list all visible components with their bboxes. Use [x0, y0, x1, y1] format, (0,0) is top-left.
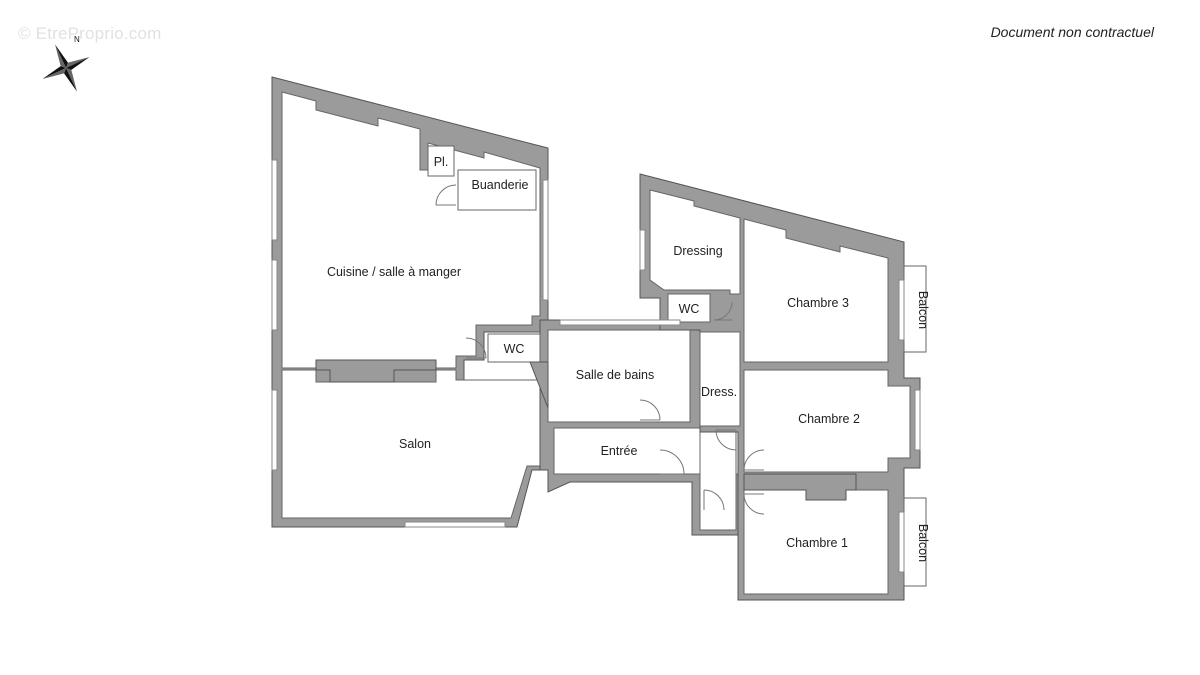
compass-north-label: N: [74, 35, 80, 44]
door-swing: [639, 399, 661, 421]
label-wc2: WC: [679, 302, 700, 316]
chambre2-interior: [743, 369, 911, 473]
window: [271, 259, 278, 331]
window: [271, 389, 278, 471]
door-swing: [715, 429, 737, 451]
window: [914, 389, 921, 451]
door-swing: [465, 337, 487, 359]
label-chambre1: Chambre 1: [786, 536, 848, 550]
watermark-text: © EtreProprio.com: [18, 24, 162, 43]
salle-de-bains-room: [547, 329, 691, 423]
wc1-room: [487, 333, 541, 363]
label-chambre2: Chambre 2: [798, 412, 860, 426]
window: [559, 319, 681, 326]
label-buanderie: Buanderie: [472, 178, 529, 192]
window: [639, 229, 646, 271]
window: [271, 159, 278, 241]
door-swing: [743, 449, 765, 471]
dress-room: [699, 331, 741, 427]
door-swing: [435, 184, 457, 206]
label-dressing: Dressing: [673, 244, 722, 258]
buanderie-room: [457, 169, 537, 211]
label-salon: Salon: [399, 437, 431, 451]
peninsula-wall: [315, 359, 437, 383]
door-swing: [713, 301, 733, 321]
window: [404, 521, 506, 528]
label-cuisine: Cuisine / salle à manger: [327, 265, 461, 279]
label-balcon-bottom: Balcon: [916, 524, 930, 562]
label-entree: Entrée: [601, 444, 638, 458]
corridor-room: [699, 431, 737, 531]
label-placard: Pl.: [434, 155, 449, 169]
window: [898, 279, 905, 341]
wc2-room: [667, 293, 711, 323]
label-wc1: WC: [504, 342, 525, 356]
placard-room: [427, 145, 455, 177]
label-salle-de-bains: Salle de bains: [576, 368, 655, 382]
dressing-room-interior: [649, 189, 741, 295]
label-dress: Dress.: [701, 385, 737, 399]
disclaimer-text: Document non contractuel: [990, 24, 1154, 40]
door-swing: [743, 493, 765, 515]
closet-wall: [743, 473, 857, 501]
window: [542, 179, 549, 301]
door-swing: [703, 489, 725, 511]
salon-interior: [281, 369, 541, 519]
window: [898, 511, 905, 573]
chambre3-interior: [743, 218, 889, 363]
bath-diagonal-wall: [529, 361, 549, 409]
compass-rose-icon: N: [42, 35, 90, 92]
label-chambre3: Chambre 3: [787, 296, 849, 310]
door-swing: [659, 449, 685, 475]
label-balcon-top: Balcon: [916, 291, 930, 329]
